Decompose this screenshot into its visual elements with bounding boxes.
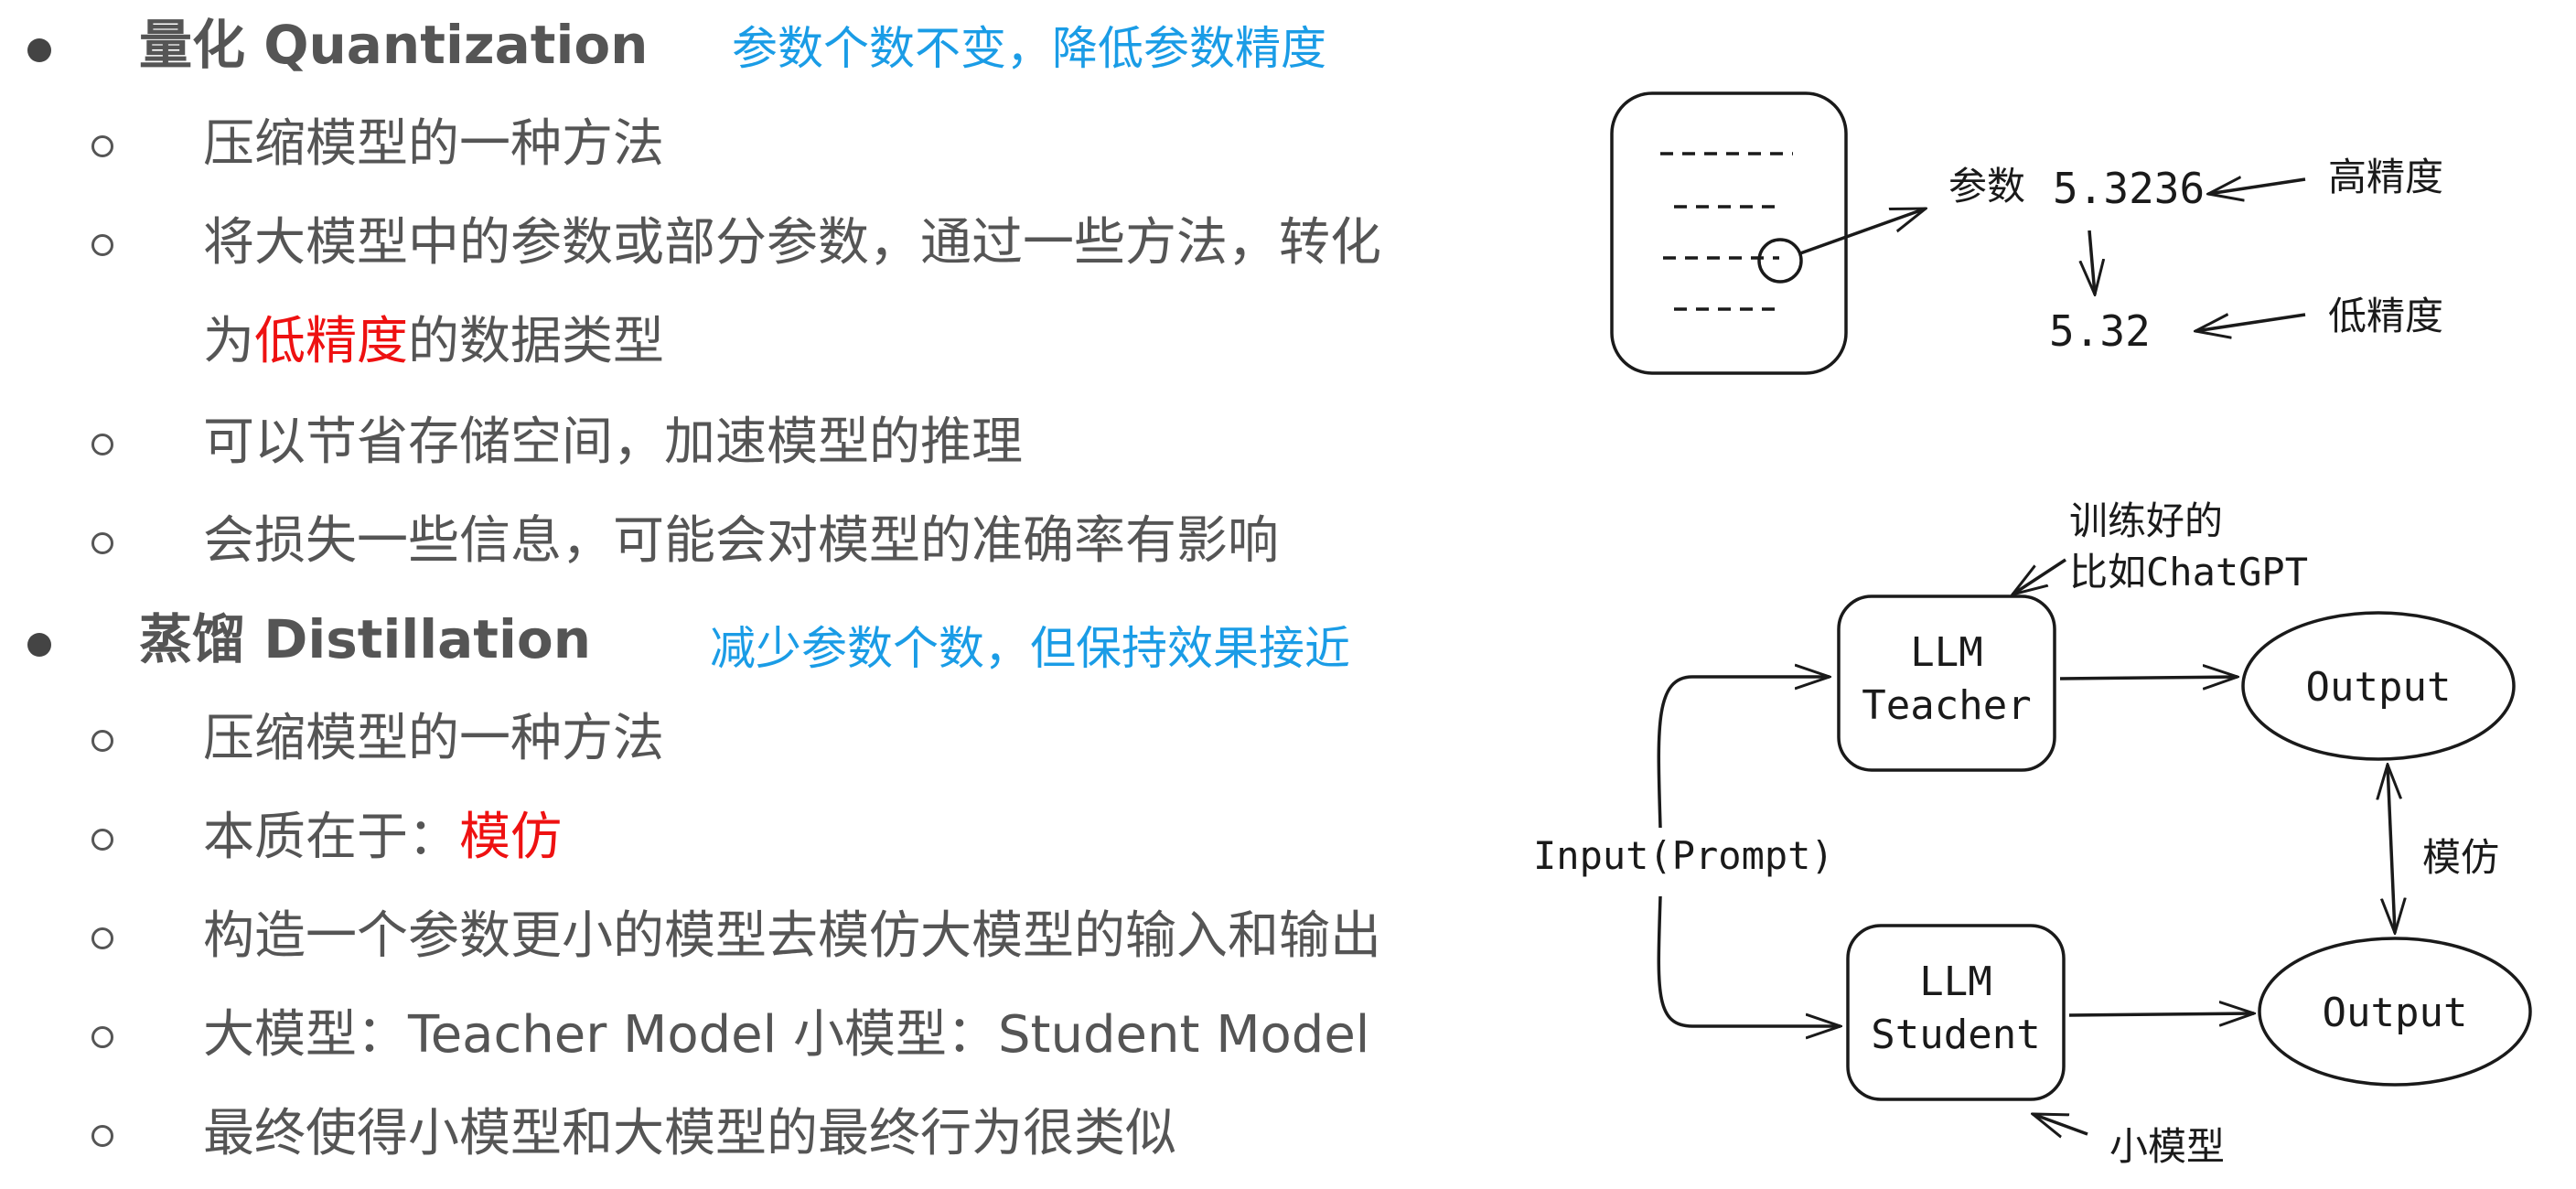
input-to-student-arrow [1657, 895, 1841, 1026]
high-precision-label: 高精度 [2328, 155, 2443, 199]
student-model-box [1846, 924, 2066, 1101]
parameter-pointer-arrow [1799, 207, 1926, 255]
teacher-to-output-arrow [2059, 677, 2238, 679]
distill-item-2-text: 本质在于： [203, 808, 459, 867]
quant-item-2-cont-before: 为 [203, 312, 254, 371]
teacher-box-line1: LLM [1910, 629, 1982, 676]
heading-bullet-distillation [27, 633, 51, 657]
distill-item-4: 大模型：Teacher Model 小模型：Student Model [203, 1005, 1370, 1065]
trained-model-note-line2: 比如ChatGPT [2069, 550, 2308, 594]
low-precision-value: 5.32 [2049, 306, 2151, 356]
selected-parameter-circle [1757, 238, 1803, 284]
high-precision-value: 5.3236 [2053, 164, 2205, 213]
trained-model-note-line1: 训练好的 [2069, 498, 2223, 543]
teacher-output-ellipse [2241, 611, 2516, 761]
note-distillation: 减少参数个数，但保持效果接近 [710, 622, 1350, 675]
student-output-label: Output [2323, 990, 2468, 1036]
imitate-double-arrow [2388, 765, 2395, 933]
item-bullet [91, 927, 113, 949]
item-bullet [91, 532, 113, 554]
student-box-line1: LLM [1919, 959, 1991, 1005]
distill-item-1: 压缩模型的一种方法 [203, 709, 664, 768]
teacher-output-label: Output [2306, 664, 2452, 711]
teacher-box-line2: Teacher [1862, 682, 2031, 729]
item-bullet [91, 730, 113, 752]
highlight-low-precision: 低精度 [254, 312, 408, 371]
distillation-diagram: 训练好的 比如ChatGPT LLM Teacher LLM Student O… [1533, 498, 2532, 1169]
student-to-output-arrow [2068, 1013, 2254, 1015]
teacher-model-box [1837, 594, 2056, 772]
note-quantization: 参数个数不变，降低参数精度 [732, 22, 1326, 75]
parameter-matrix-box [1610, 91, 1848, 375]
item-bullet [91, 434, 113, 455]
heading-bullet-quantization [27, 38, 51, 62]
quantization-diagram: 参数 5.3236 高精度 5.32 低精度 [1610, 91, 2443, 375]
quant-item-2-cont-after: 的数据类型 [408, 312, 664, 371]
item-bullet [91, 135, 113, 157]
student-output-ellipse [2258, 937, 2532, 1087]
small-model-label: 小模型 [2109, 1124, 2225, 1169]
quant-item-2-continued: 为低精度的数据类型 [203, 316, 664, 368]
highlight-imitate: 模仿 [459, 808, 562, 867]
quant-item-2: 将大模型中的参数或部分参数，通过一些方法，转化 [203, 213, 1381, 273]
quant-item-3: 可以节省存储空间，加速模型的推理 [203, 412, 1023, 472]
small-model-arrow [2033, 1112, 2088, 1134]
quant-item-4: 会损失一些信息，可能会对模型的准确率有影响 [203, 511, 1279, 571]
distill-item-5: 最终使得小模型和大模型的最终行为很类似 [203, 1104, 1176, 1163]
trained-note-arrow [2012, 558, 2066, 594]
heading-distillation: 蒸馏 Distillation [139, 608, 591, 670]
distill-item-3: 构造一个参数更小的模型去模仿大模型的输入和输出 [203, 906, 1381, 966]
imitate-label: 模仿 [2422, 835, 2499, 880]
student-box-line2: Student [1871, 1012, 2040, 1058]
input-to-teacher-arrow [1657, 677, 1830, 829]
rounding-down-arrow [2089, 230, 2095, 295]
param-label: 参数 [1948, 164, 2025, 209]
low-precision-arrow [2195, 315, 2306, 331]
high-precision-arrow [2208, 179, 2306, 194]
input-prompt-label: Input(Prompt) [1533, 833, 1834, 878]
item-bullet [91, 1026, 113, 1048]
item-bullet [91, 1125, 113, 1147]
distill-item-2: 本质在于：模仿 [203, 812, 562, 863]
heading-quantization: 量化 Quantization [139, 14, 649, 76]
low-precision-label: 低精度 [2328, 294, 2443, 338]
item-bullet [91, 829, 113, 851]
quant-item-1: 压缩模型的一种方法 [203, 114, 664, 174]
item-bullet [91, 234, 113, 256]
